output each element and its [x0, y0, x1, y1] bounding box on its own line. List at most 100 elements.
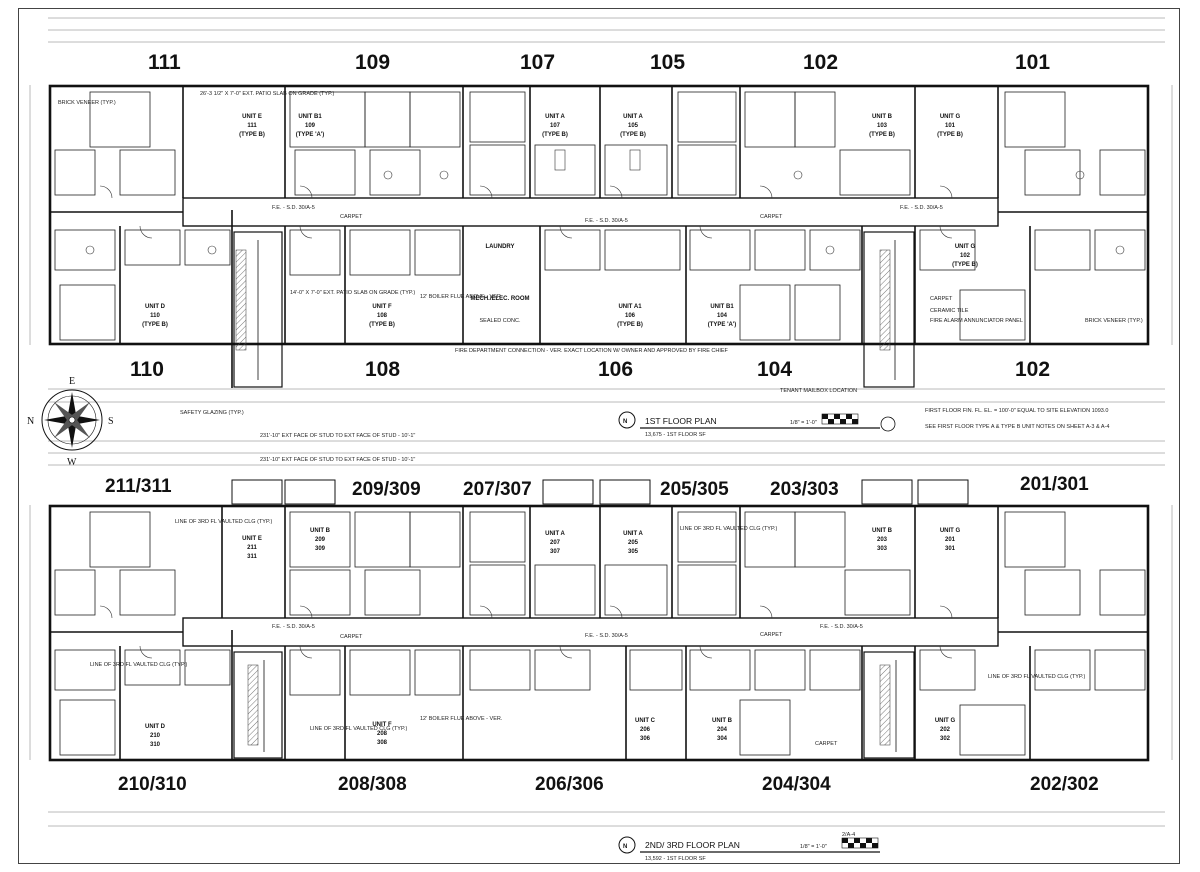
- svg-text:UNIT E: UNIT E: [242, 114, 262, 120]
- unit-label-104: 104: [757, 358, 792, 381]
- note-unit-notes: SEE FIRST FLOOR TYPE A & TYPE B UNIT NOT…: [925, 424, 1109, 430]
- svg-text:104: 104: [717, 313, 728, 319]
- room-tag-111: UNIT E 111 (TYPE B): [239, 114, 265, 138]
- svg-text:UNIT A: UNIT A: [545, 531, 565, 537]
- unit-label-107: 107: [520, 51, 555, 74]
- mailbox-note: TENANT MAILBOX LOCATION: [780, 388, 857, 394]
- second-floor-notes: CARPET CARPET CARPET F.E. - S.D. 30/A-5 …: [90, 519, 1085, 747]
- fe-label-right: F.E. - S.D. 30/A-5: [900, 205, 943, 211]
- carpet-label-2-bottom: CARPET: [815, 741, 838, 747]
- svg-text:UNIT B: UNIT B: [712, 718, 733, 724]
- svg-text:203: 203: [877, 537, 888, 543]
- svg-text:106: 106: [625, 313, 636, 319]
- brick-note-left: BRICK VENEER (TYP.): [58, 100, 116, 106]
- room-tag-110: UNIT D 110 (TYPE B): [142, 304, 168, 328]
- svg-text:(TYPE B): (TYPE B): [937, 132, 963, 138]
- overall-dimension-1: 231'-10" EXT FACE OF STUD TO EXT FACE OF…: [260, 433, 415, 439]
- svg-text:306: 306: [640, 736, 651, 742]
- svg-text:209: 209: [315, 537, 326, 543]
- svg-text:(TYPE 'A'): (TYPE 'A'): [296, 132, 325, 138]
- svg-text:UNIT C: UNIT C: [635, 718, 656, 724]
- carpet-note-right: CARPET: [930, 296, 953, 302]
- first-floor-plan: [48, 84, 1150, 388]
- svg-text:UNIT G: UNIT G: [935, 718, 956, 724]
- unit-label-203-303: 203/303: [770, 479, 839, 500]
- room-tag-105: UNIT A 105 (TYPE B): [620, 114, 646, 138]
- svg-text:303: 303: [877, 546, 888, 552]
- title-north-n: N: [623, 419, 627, 425]
- unit-label-209-309: 209/309: [352, 479, 421, 500]
- svg-text:UNIT A: UNIT A: [623, 531, 643, 537]
- second-floor-exterior-wall: [48, 504, 1150, 762]
- patio-note-left: 14'-0" X 7'-0" EXT. PATIO SLAB ON GRADE …: [290, 290, 415, 296]
- unit-label-102-bottom: 102: [1015, 358, 1050, 381]
- unit-label-206-306: 206/306: [535, 774, 604, 795]
- room-tag-210: UNIT D 210 310: [145, 724, 166, 748]
- svg-text:208: 208: [377, 731, 388, 737]
- patio-note-top: 26'-3 1/2" X 7'-0" EXT. PATIO SLAB ON GR…: [200, 91, 335, 97]
- svg-text:302: 302: [940, 736, 951, 742]
- svg-text:211: 211: [247, 545, 257, 551]
- svg-text:109: 109: [305, 123, 316, 129]
- svg-text:310: 310: [150, 742, 161, 748]
- fire-alarm-note: FIRE ALARM ANNUNCIATOR PANEL: [930, 318, 1023, 324]
- second-floor-plan: [48, 479, 1150, 762]
- svg-text:UNIT G: UNIT G: [940, 114, 961, 120]
- unit-label-105: 105: [650, 51, 685, 74]
- first-floor-sf: 13,675 - 1ST FLOOR SF: [645, 432, 706, 438]
- carpet-label-right: CARPET: [760, 214, 783, 220]
- second-floor-scale: 1/8" = 1'-0": [800, 844, 827, 850]
- second-floor-sf: 13,592 - 1ST FLOOR SF: [645, 856, 706, 862]
- svg-text:307: 307: [550, 549, 561, 555]
- sheet-border: [18, 8, 1180, 864]
- svg-text:(TYPE B): (TYPE B): [239, 132, 265, 138]
- svg-text:101: 101: [945, 123, 956, 129]
- unit-label-204-304: 204/304: [762, 774, 831, 795]
- svg-text:UNIT D: UNIT D: [145, 304, 166, 310]
- vaulted-note-5: LINE OF 3RD FL VAULTED CLG (TYP.): [90, 662, 187, 668]
- fe-label-mid: F.E. - S.D. 30/A-5: [585, 218, 628, 224]
- carpet-label-2-right: CARPET: [760, 632, 783, 638]
- svg-text:201: 201: [945, 537, 956, 543]
- boiler-note-2: 12' BOILER FLUE ABOVE - VER.: [420, 716, 503, 722]
- brick-note-right: BRICK VENEER (TYP.): [1085, 318, 1143, 324]
- svg-text:311: 311: [247, 554, 257, 560]
- svg-text:UNIT B: UNIT B: [872, 528, 893, 534]
- unit-label-106: 106: [598, 358, 633, 381]
- room-tag-201: UNIT G 201 301: [940, 528, 961, 552]
- svg-text:202: 202: [940, 727, 951, 733]
- svg-text:205: 205: [628, 540, 639, 546]
- title-north-n-2: N: [623, 844, 627, 850]
- vaulted-note-2: LINE OF 3RD FL VAULTED CLG (TYP.): [680, 526, 777, 532]
- unit-label-211-311: 211/311: [105, 476, 172, 497]
- first-floor-unit-labels: 111 109 107 105 102 101 110 108 106 104 …: [130, 51, 1050, 381]
- svg-text:207: 207: [550, 540, 561, 546]
- room-tag-206: UNIT C 206 306: [635, 718, 656, 742]
- unit-label-102-top: 102: [803, 51, 838, 74]
- laundry-label: LAUNDRY: [485, 244, 514, 250]
- svg-text:UNIT F: UNIT F: [372, 304, 392, 310]
- room-tag-106: UNIT A1 106 (TYPE B): [617, 304, 643, 328]
- safety-glazing-note: SAFETY GLAZING (TYP.): [180, 410, 244, 416]
- compass-n: N: [27, 416, 34, 427]
- unit-label-110: 110: [130, 358, 164, 381]
- unit-label-208-308: 208/308: [338, 774, 407, 795]
- first-floor-stair-left: [233, 231, 283, 388]
- room-tag-101: UNIT G 101 (TYPE B): [937, 114, 963, 138]
- svg-text:(TYPE B): (TYPE B): [369, 322, 395, 328]
- room-tag-204: UNIT B 204 304: [712, 718, 733, 742]
- first-floor-notes: CARPET CARPET F.E. - S.D. 30/A-5 F.E. - …: [58, 91, 1143, 416]
- svg-text:(TYPE B): (TYPE B): [542, 132, 568, 138]
- boiler-note: 12' BOILER FLUE ABOVE - VER.: [420, 294, 503, 300]
- note-floor-elevation: FIRST FLOOR FIN. FL. EL. = 100'-0" EQUAL…: [925, 408, 1108, 414]
- svg-text:309: 309: [315, 546, 326, 552]
- svg-text:(TYPE B): (TYPE B): [617, 322, 643, 328]
- first-floor-title: 1ST FLOOR PLAN: [645, 416, 717, 426]
- svg-text:308: 308: [377, 740, 388, 746]
- second-floor-title: 2ND/ 3RD FLOOR PLAN: [645, 840, 740, 850]
- fe-label-2-right: F.E. - S.D. 30/A-5: [820, 624, 863, 630]
- room-tag-205: UNIT A 205 305: [623, 531, 643, 555]
- svg-text:210: 210: [150, 733, 161, 739]
- svg-text:UNIT B1: UNIT B1: [710, 304, 734, 310]
- room-tag-108: UNIT F 108 (TYPE B): [369, 304, 395, 328]
